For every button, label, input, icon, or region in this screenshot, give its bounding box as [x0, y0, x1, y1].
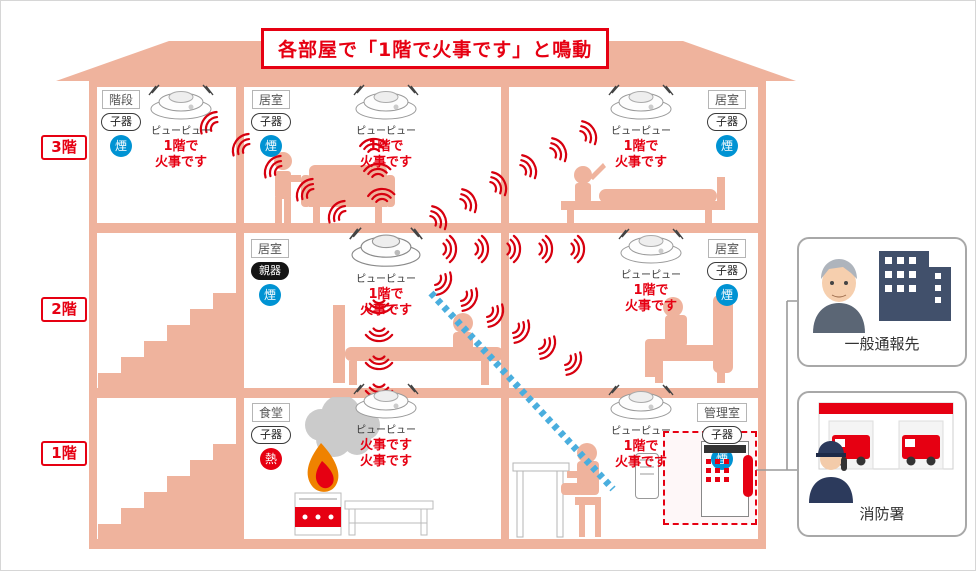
child-unit-badge: 子器	[251, 113, 291, 131]
child-unit-badge: 子器	[101, 113, 141, 131]
signal-zigzag-icon	[407, 84, 419, 96]
destination-fire-dept: 消防署	[797, 391, 967, 537]
labels-1f-office: 管理室 子器 煙	[697, 403, 748, 470]
fire-station-illustration	[809, 402, 954, 503]
title-banner: 各部屋で「1階で火事です」と鳴動	[261, 28, 610, 69]
room-1f-stairs	[97, 398, 236, 539]
signal-zigzag-icon	[608, 84, 620, 96]
smoke-sensor-badge: 煙	[260, 135, 282, 157]
control-panel-display	[704, 445, 746, 453]
smoke-sensor-badge: 煙	[716, 135, 738, 157]
floor-label-1f: 1階	[41, 441, 87, 466]
wall-receiver	[635, 453, 659, 499]
destination-label: 消防署	[859, 505, 905, 523]
smoke-detector-icon	[608, 84, 674, 120]
signal-zigzag-icon	[618, 228, 630, 240]
signal-zigzag-icon	[662, 384, 674, 396]
labels-3f-living2: 居室 子器 煙	[707, 90, 747, 157]
notified-person-illustration	[813, 251, 951, 333]
signal-zigzag-icon	[148, 84, 160, 96]
smoke-sensor-badge: 煙	[716, 284, 738, 306]
detector-1f-dining: ピューピュー火事です火事です	[338, 382, 434, 470]
child-unit-badge: 子器	[251, 426, 291, 444]
room-name: 階段	[101, 90, 140, 109]
child-unit-badge: 子器	[707, 113, 747, 131]
signal-zigzag-icon	[353, 383, 365, 395]
floor-label-3f: 3階	[41, 135, 87, 160]
smoke-detector-icon	[608, 384, 674, 420]
heat-sensor-badge: 熱	[260, 448, 282, 470]
room-2f-stairs	[97, 233, 236, 388]
room-name: 居室	[707, 239, 746, 258]
signal-zigzag-icon	[608, 384, 620, 396]
smoke-detector-icon	[618, 228, 684, 264]
emergency-handset	[743, 455, 753, 497]
signal-zigzag-icon	[672, 228, 684, 240]
floor-label-2f: 2階	[41, 297, 87, 322]
room-name: 居室	[251, 239, 290, 258]
destination-general: 一般通報先	[797, 237, 967, 367]
signal-zigzag-icon	[353, 84, 365, 96]
labels-3f-living1: 居室 子器 煙	[251, 90, 291, 157]
room-name: 居室	[251, 90, 290, 109]
smoke-detector-icon	[353, 84, 419, 120]
labels-2f-living2: 居室 子器 煙	[707, 239, 747, 306]
destination-label: 一般通報先	[844, 335, 920, 353]
signal-zigzag-icon	[349, 227, 362, 240]
heat-detector-icon	[353, 383, 419, 419]
parent-alarm-icon	[349, 227, 423, 267]
smoke-sensor-badge: 煙	[110, 135, 132, 157]
dispatcher-person	[809, 441, 853, 503]
smoke-sensor-badge: 煙	[259, 284, 281, 306]
labels-2f-living1: 居室 親器 煙	[251, 239, 290, 306]
labels-3f-stairs: 階段 子器 煙	[101, 90, 141, 157]
labels-1f-dining: 食堂 子器 熱	[251, 403, 291, 470]
room-name: 食堂	[251, 403, 290, 422]
room-name: 管理室	[697, 403, 748, 422]
parent-unit-badge: 親器	[251, 262, 289, 280]
child-unit-badge: 子器	[707, 262, 747, 280]
signal-zigzag-icon	[407, 383, 419, 395]
room-name: 居室	[707, 90, 746, 109]
alarm-speech: ピューピュー火事です火事です	[356, 425, 416, 469]
signal-zigzag-icon	[662, 84, 674, 96]
signal-zigzag-icon	[202, 84, 214, 96]
smoke-detector-icon	[148, 84, 214, 120]
child-unit-badge: 子器	[702, 426, 742, 444]
fire-truck-icon	[902, 435, 940, 466]
signal-zigzag-icon	[410, 227, 423, 240]
